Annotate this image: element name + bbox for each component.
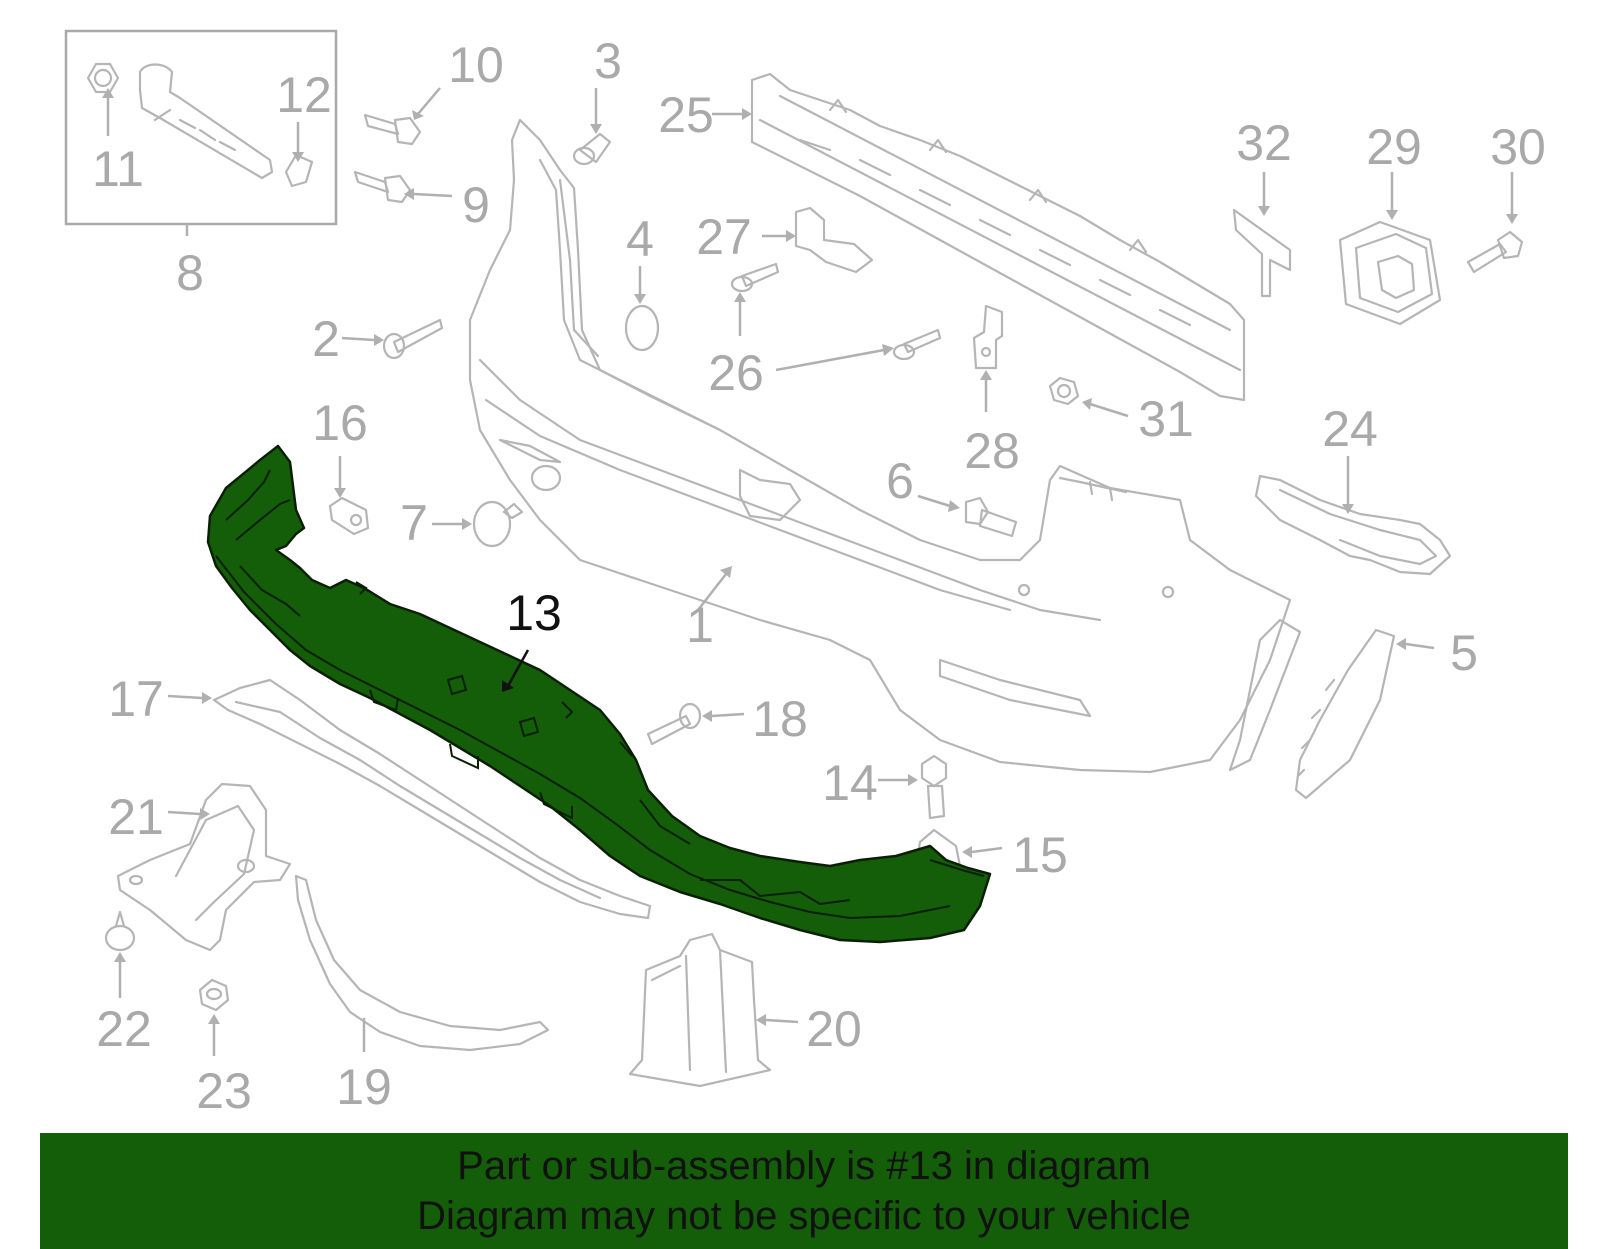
part-8-kit-box[interactable] [64,29,338,236]
callout-16: 16 [312,395,368,451]
callout-22: 22 [96,1001,152,1057]
info-banner: Part or sub-assembly is #13 in diagram D… [40,1133,1568,1249]
part-30-bolt[interactable] [1466,172,1524,274]
callout-7: 7 [400,495,428,551]
callout-27: 27 [696,209,752,265]
callout-32: 32 [1236,115,1292,171]
callout-8: 8 [176,245,204,301]
part-19-lower-trim[interactable] [294,874,550,1052]
callout-15: 15 [1012,827,1068,883]
callout-20: 20 [806,1001,862,1057]
callout-14: 14 [822,755,878,811]
callout-31: 31 [1138,391,1194,447]
callout-30: 30 [1490,119,1546,175]
banner-line-part: Part or sub-assembly is #13 in diagram [457,1144,1151,1188]
callout-13: 13 [506,585,562,641]
callout-21: 21 [108,789,164,845]
part-18-screw[interactable] [646,702,745,746]
callout-6: 6 [886,453,914,509]
part-31-nut[interactable] [1048,376,1129,418]
part-7-cap[interactable] [432,500,524,548]
part-21-bracket[interactable] [116,782,292,952]
part-4-grommet[interactable] [624,266,660,352]
callout-1: 1 [686,597,714,653]
callout-28: 28 [964,423,1020,479]
part-24-reflector-trim[interactable] [1254,456,1452,576]
callout-17: 17 [108,671,164,727]
callout-29: 29 [1366,119,1422,175]
part-14-bolt[interactable] [878,754,948,820]
part-1-bumper-cover[interactable] [468,118,1302,774]
callout-3: 3 [594,33,622,89]
part-23-nut[interactable] [198,978,230,1056]
part-6-bolt[interactable] [917,494,1018,538]
part-9-bolt[interactable] [353,170,453,204]
part-27-bracket[interactable] [762,206,874,274]
callout-11: 11 [92,141,144,197]
part-3-clip[interactable] [572,88,612,166]
callout-25: 25 [658,87,714,143]
part-32-bracket[interactable] [1232,172,1292,298]
part-17-lower-reinforcement[interactable] [167,678,652,920]
part-22-push-pin[interactable] [104,910,136,998]
callout-24: 24 [1322,401,1378,457]
banner-line-disclaimer: Diagram may not be specific to your vehi… [417,1194,1191,1238]
part-10-bolt[interactable] [363,87,441,146]
callout-9: 9 [462,177,490,233]
part-28-bracket[interactable] [972,304,1004,412]
part-13-lower-valance-highlighted[interactable] [206,444,992,944]
part-5-trim-strip[interactable] [1294,628,1435,800]
callout-10: 10 [448,37,504,93]
part-25-reinforcement-beam[interactable] [712,72,1246,402]
callout-19: 19 [336,1059,392,1115]
part-26-screw[interactable] [730,262,942,372]
callout-26: 26 [708,345,764,401]
part-20-bracket[interactable] [628,932,799,1088]
callout-23: 23 [196,1063,252,1119]
callout-4: 4 [626,211,654,267]
callout-5: 5 [1450,625,1478,681]
callout-2: 2 [312,311,340,367]
callout-12: 12 [276,67,332,123]
part-16-clip[interactable] [328,456,370,536]
callout-18: 18 [752,691,808,747]
part-2-screw[interactable] [341,318,444,360]
part-29-module[interactable] [1338,172,1442,326]
